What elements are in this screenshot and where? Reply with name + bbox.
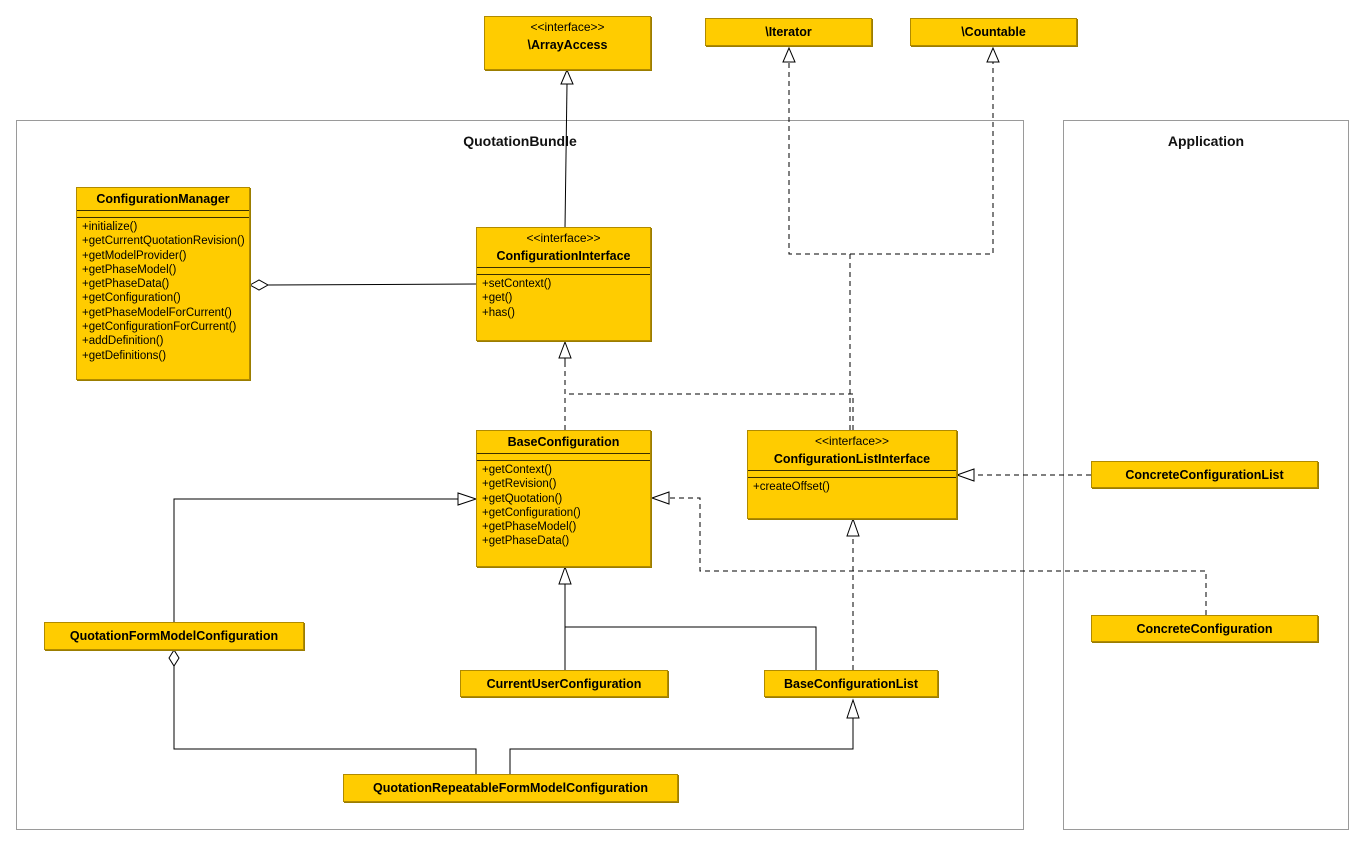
operation: +getModelProvider() (82, 249, 187, 262)
operation: +initialize() (82, 221, 138, 233)
class-countable[interactable]: \Countable (910, 18, 1077, 46)
arrowhead-listiface-right (955, 468, 975, 482)
diamond-formmodel (168, 649, 180, 667)
arrowhead-arrayaccess (560, 68, 574, 85)
line-manager-to-configinterface (267, 283, 477, 286)
arrowhead-baseconfig-bottom (558, 565, 572, 585)
dash-listiface-to-configinterface (565, 393, 854, 430)
class-array-access[interactable]: <<interface>> \ArrayAccess (484, 16, 651, 70)
operations-list: +getContext() +getRevision() +getQuotati… (477, 461, 650, 553)
class-name: BaseConfigurationList (783, 677, 919, 691)
operation: +getCurrentQuotationRevision() (82, 235, 245, 248)
operation: +getConfiguration() (482, 506, 581, 519)
operation: +get() (482, 292, 513, 305)
arrowhead-iterator (782, 46, 796, 63)
stereotype-label: <<interface>> (814, 434, 890, 448)
class-name: \ArrayAccess (527, 38, 608, 52)
line-baseconfiglist-to-baseconfig (565, 626, 817, 670)
operation: +getPhaseModel() (482, 521, 577, 534)
class-name: \Iterator (765, 25, 812, 39)
class-quotation-repeatable-form-model-configuration[interactable]: QuotationRepeatableFormModelConfiguratio… (343, 774, 678, 802)
arrowhead-baseconfig-right (650, 491, 670, 505)
operation: +createOffset() (753, 481, 830, 493)
operation: +getQuotation() (482, 492, 563, 505)
dash-listiface-to-countable (850, 62, 994, 255)
class-current-user-configuration[interactable]: CurrentUserConfiguration (460, 670, 668, 697)
operation: +getConfiguration() (82, 292, 181, 305)
class-name: ConfigurationListInterface (773, 452, 931, 466)
class-name: BaseConfiguration (507, 435, 620, 449)
class-name: QuotationRepeatableFormModelConfiguratio… (373, 781, 648, 795)
operation-divider (77, 217, 249, 218)
arrowhead-listiface-bottom (846, 517, 860, 537)
attribute-compartment (77, 210, 249, 217)
class-concrete-configuration-list[interactable]: ConcreteConfigurationList (1091, 461, 1318, 488)
class-configuration-list-interface[interactable]: <<interface>> ConfigurationListInterface… (747, 430, 957, 519)
class-concrete-configuration[interactable]: ConcreteConfiguration (1091, 615, 1318, 642)
class-configuration-manager[interactable]: ConfigurationManager +initialize() +getC… (76, 187, 250, 380)
package-title: QuotationBundle (463, 133, 577, 149)
attribute-compartment (748, 470, 956, 477)
class-quotation-form-model-configuration[interactable]: QuotationFormModelConfiguration (44, 622, 304, 650)
arrowhead-countable (986, 46, 1000, 63)
operation: +getDefinitions() (82, 349, 167, 362)
operation: +setContext() (482, 278, 552, 290)
class-configuration-interface[interactable]: <<interface>> ConfigurationInterface +se… (476, 227, 651, 341)
class-name: ConcreteConfigurationList (1125, 468, 1284, 482)
arrowhead-baseconfiglist-bottom (846, 698, 860, 719)
operation-divider (748, 477, 956, 478)
operation: +getPhaseModelForCurrent() (82, 306, 232, 319)
class-base-configuration-list[interactable]: BaseConfigurationList (764, 670, 938, 697)
class-iterator[interactable]: \Iterator (705, 18, 872, 46)
stereotype-label: <<interface>> (530, 20, 605, 34)
operation-divider (477, 460, 650, 461)
operation: +has() (482, 306, 515, 319)
package-title: Application (1167, 133, 1245, 149)
operation: +getRevision() (482, 478, 557, 491)
arrowhead-baseconfig-left (457, 492, 478, 506)
dash-listiface-to-iterator (788, 62, 851, 430)
operation: +getPhaseData() (82, 278, 170, 291)
class-name: CurrentUserConfiguration (486, 677, 642, 691)
line-formmodel-to-baseconfig (173, 498, 458, 622)
dash-concreteconfig-to-baseconfig (669, 497, 1207, 615)
class-name: QuotationFormModelConfiguration (69, 629, 279, 643)
operation: +getContext() (482, 464, 552, 476)
operation-divider (477, 274, 650, 275)
class-name: ConfigurationManager (96, 192, 230, 206)
operation: +getPhaseModel() (82, 263, 177, 276)
class-name: \Countable (961, 25, 1026, 39)
arrowhead-configinterface (558, 340, 572, 359)
attribute-compartment (477, 453, 650, 460)
operations-list: +createOffset() (748, 478, 956, 498)
class-name: ConfigurationInterface (496, 249, 631, 263)
class-name: ConcreteConfiguration (1136, 622, 1273, 636)
operation: +getConfigurationForCurrent() (82, 321, 237, 334)
stereotype-label: <<interface>> (526, 231, 601, 245)
attribute-compartment (477, 267, 650, 274)
class-base-configuration[interactable]: BaseConfiguration +getContext() +getRevi… (476, 430, 651, 567)
diamond-manager (248, 279, 270, 291)
line-configinterface-to-arrayaccess (564, 83, 568, 229)
line-repeatable-to-formmodel (173, 666, 477, 774)
operation: +getPhaseData() (482, 535, 570, 548)
operations-list: +setContext() +get() +has() (477, 275, 650, 324)
operations-list: +initialize() +getCurrentQuotationRevisi… (77, 218, 249, 367)
operation: +addDefinition() (82, 335, 164, 348)
line-repeatable-to-baseconfiglist (509, 718, 854, 774)
